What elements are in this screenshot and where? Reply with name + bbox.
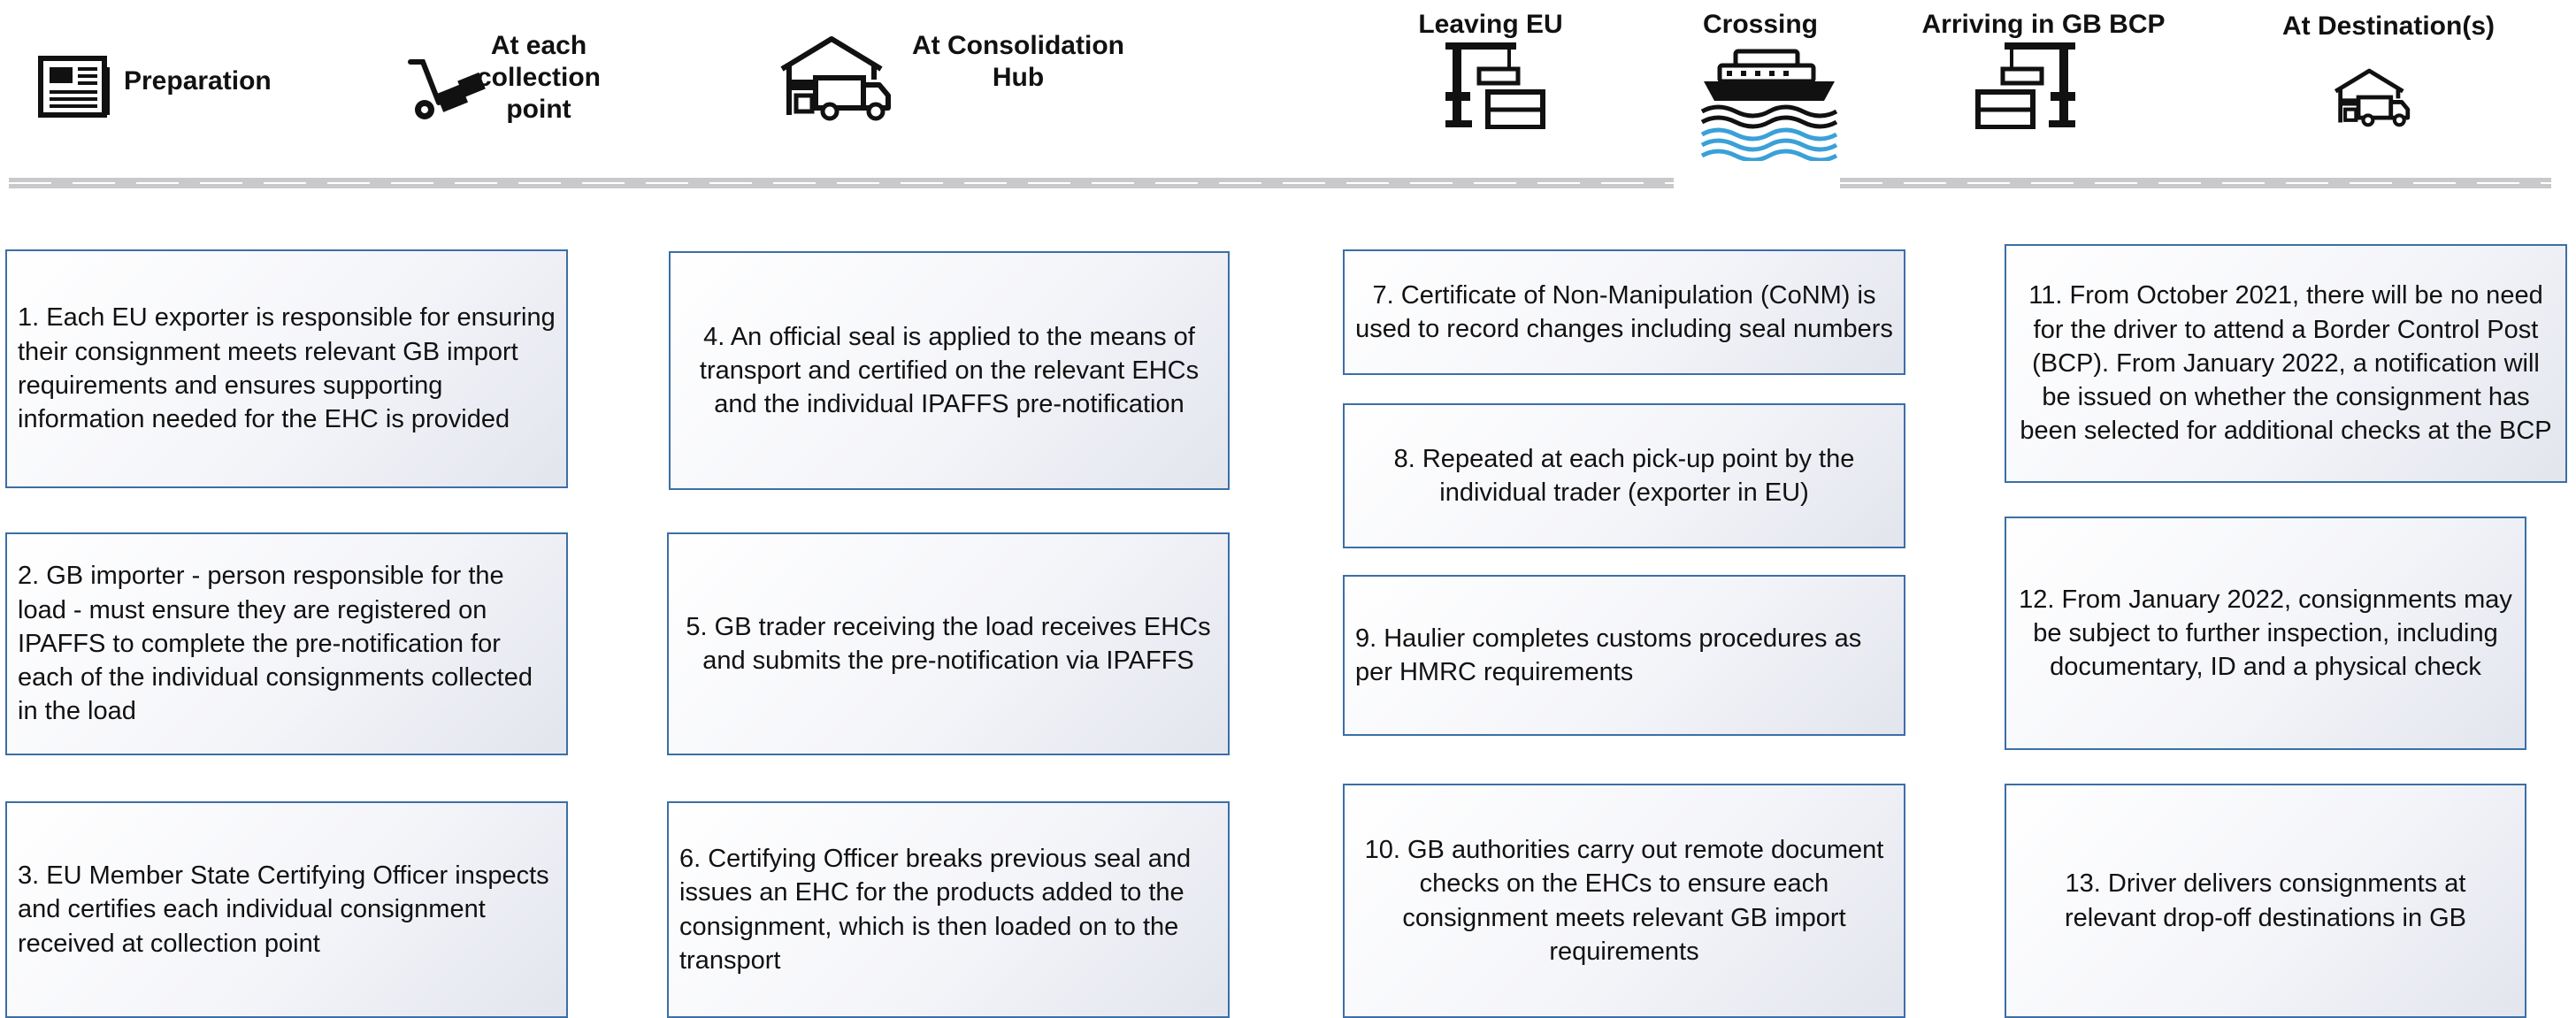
newspaper-icon <box>37 55 113 123</box>
step-text-7: 7. Certificate of Non-Manipulation (CoNM… <box>1355 280 1893 343</box>
step-text-4: 4. An official seal is applied to the me… <box>699 322 1200 419</box>
stage-preparation: Preparation <box>124 66 272 96</box>
step-text-8: 8. Repeated at each pick-up point by the… <box>1393 444 1855 507</box>
stage-arriving-gb-bcp: Arriving in GB BCP <box>1921 10 2166 39</box>
step-box-6: 6. Certifying Officer breaks previous se… <box>667 801 1230 1018</box>
step-text-6: 6. Certifying Officer breaks previous se… <box>679 844 1192 975</box>
port-crane-icon <box>1969 39 2081 134</box>
step-box-4: 4. An official seal is applied to the me… <box>669 251 1230 490</box>
step-text-1: 1. Each EU exporter is responsible for e… <box>18 303 556 434</box>
step-box-10: 10. GB authorities carry out remote docu… <box>1343 784 1905 1018</box>
stage-destinations: At Destination(s) <box>2282 11 2495 41</box>
stage-collection-point: At each collection point <box>476 31 602 124</box>
step-text-11: 11. From October 2021, there will be no … <box>2020 281 2552 446</box>
hand-truck-icon <box>403 57 492 128</box>
stage-leaving-eu: Leaving EU <box>1418 10 1563 39</box>
step-box-5: 5. GB trader receiving the load receives… <box>667 532 1230 755</box>
road-eu-segment <box>9 178 1674 188</box>
step-text-13: 13. Driver delivers consignments at rele… <box>2064 869 2467 932</box>
stage-consolidation-hub: At Consolidation Hub <box>912 31 1124 92</box>
ferry-icon <box>1700 46 1838 165</box>
step-box-11: 11. From October 2021, there will be no … <box>2005 244 2567 483</box>
step-text-10: 10. GB authorities carry out remote docu… <box>1364 835 1884 966</box>
warehouse-truck-icon <box>777 34 893 126</box>
step-box-8: 8. Repeated at each pick-up point by the… <box>1343 403 1905 548</box>
step-box-13: 13. Driver delivers consignments at rele… <box>2005 784 2526 1018</box>
stage-crossing: Crossing <box>1702 10 1819 39</box>
step-text-12: 12. From January 2022, consignments may … <box>2019 585 2512 682</box>
step-box-1: 1. Each EU exporter is responsible for e… <box>5 249 568 488</box>
step-box-7: 7. Certificate of Non-Manipulation (CoNM… <box>1343 249 1905 375</box>
port-crane-icon <box>1440 39 1552 134</box>
step-text-2: 2. GB importer - person responsible for … <box>18 562 533 726</box>
step-box-3: 3. EU Member State Certifying Officer in… <box>5 801 568 1018</box>
step-box-12: 12. From January 2022, consignments may … <box>2005 517 2526 750</box>
step-text-5: 5. GB trader receiving the load receives… <box>686 612 1211 675</box>
road-gb-segment <box>1840 178 2551 188</box>
warehouse-truck-icon <box>2332 67 2411 132</box>
step-box-2: 2. GB importer - person responsible for … <box>5 532 568 755</box>
step-text-9: 9. Haulier completes customs procedures … <box>1355 624 1862 686</box>
step-box-9: 9. Haulier completes customs procedures … <box>1343 575 1905 736</box>
step-text-3: 3. EU Member State Certifying Officer in… <box>18 861 549 958</box>
